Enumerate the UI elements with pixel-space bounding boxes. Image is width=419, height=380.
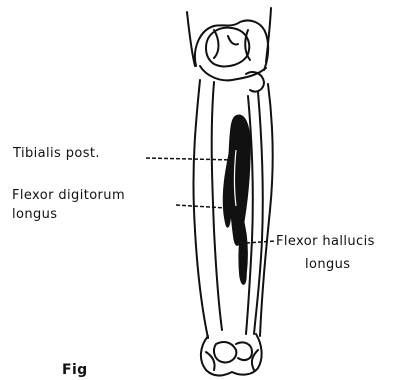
label-flexor-hallucis-line1: Flexor hallucis xyxy=(276,234,375,250)
knee-notch xyxy=(228,36,238,45)
leader-flexor-hallucis xyxy=(246,241,276,243)
ankle-bones-2 xyxy=(236,342,252,360)
label-tibialis-posterior: Tibialis post. xyxy=(13,146,100,162)
leg-outline-left xyxy=(193,80,208,338)
figure-caption: Fig xyxy=(62,362,88,378)
leader-tibialis-posterior xyxy=(146,158,236,160)
patella-outline xyxy=(206,28,249,67)
thigh-outline-left xyxy=(187,12,195,66)
flexor-digitorum-muscle xyxy=(223,150,231,227)
label-flexor-digitorum-line1: Flexor digitorum xyxy=(12,188,125,204)
ankle-bones xyxy=(214,342,236,362)
label-flexor-hallucis-line2: longus xyxy=(305,257,350,273)
tibialis-posterior-muscle xyxy=(229,115,250,245)
leader-flexor-digitorum xyxy=(176,205,226,208)
tibia-inner-line xyxy=(212,82,222,330)
flexor-hallucis-muscle xyxy=(239,216,247,284)
label-flexor-digitorum-line2: longus xyxy=(12,207,57,223)
